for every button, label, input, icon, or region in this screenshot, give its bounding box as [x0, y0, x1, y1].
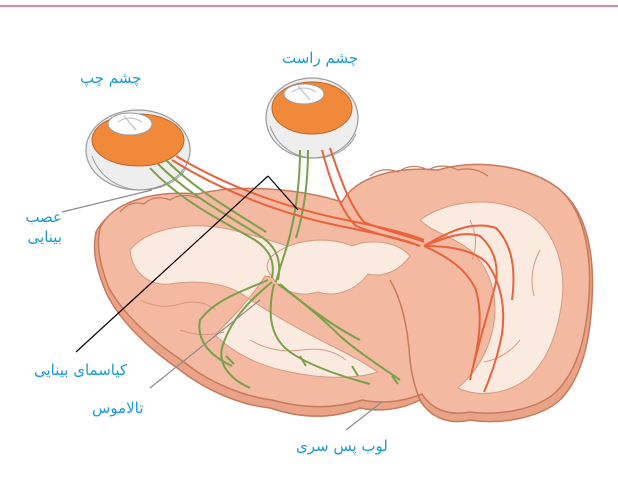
label-optic-chiasm: کیاسمای بینایی — [34, 360, 127, 380]
label-optic-nerve: عصب بینایی — [12, 207, 62, 247]
label-right-eye: چشم راست — [282, 48, 358, 68]
label-occipital-lobe: لوب پس سری — [296, 436, 388, 456]
label-thalamus: تالاموس — [92, 398, 143, 418]
label-left-eye: چشم چپ — [80, 68, 141, 88]
right-eye — [266, 78, 358, 158]
brain-section — [94, 164, 592, 421]
